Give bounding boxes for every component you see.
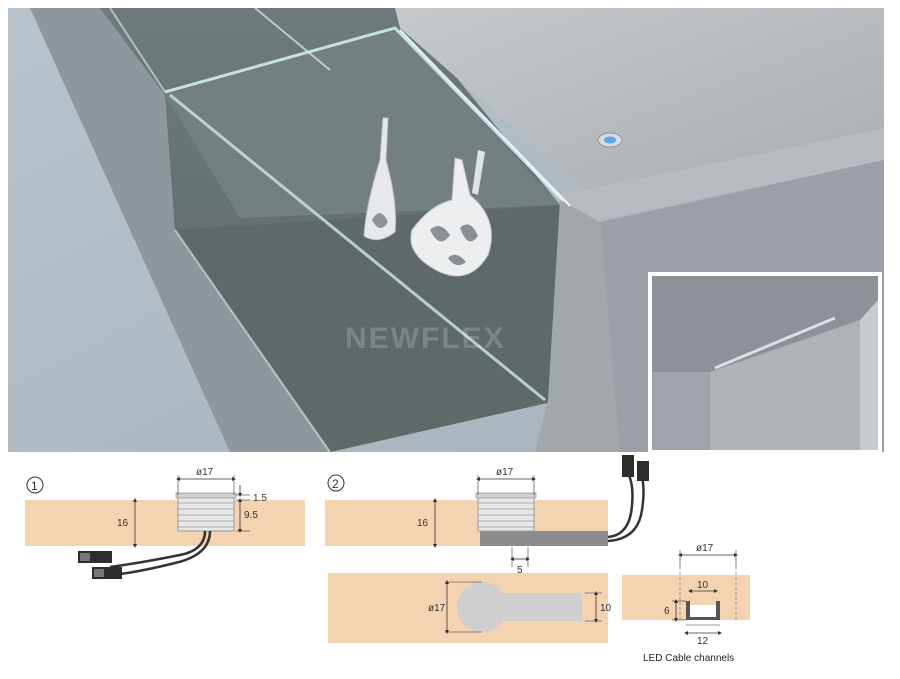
diagram-1-number: 1 (31, 479, 38, 493)
led-strip-glow (399, 29, 571, 207)
cabinet-scene: NEWFLEX (8, 7, 884, 453)
diagram-1-height: 16 (117, 518, 129, 529)
glass-floor-edge (174, 229, 331, 453)
diagram-2-offset: 5 (517, 565, 523, 576)
connector-2b (637, 461, 649, 481)
diagram-1-number-circle (26, 476, 44, 494)
connector-2a (622, 455, 634, 477)
section-depth: 6 (664, 606, 670, 617)
led-cable-2 (607, 472, 634, 539)
cabinet-left-face (30, 8, 330, 452)
led-fitting-1 (177, 494, 235, 532)
diagram-2-number-circle (327, 474, 345, 492)
cable-channel-caption: LED Cable channels (643, 653, 734, 664)
led-cable-1 (109, 530, 207, 569)
watermark: NEWFLEX (345, 322, 506, 355)
diagram-1-top-gap: 1.5 (253, 493, 267, 504)
aluminium-profile (686, 601, 720, 620)
wood-panel-1 (25, 500, 305, 546)
section-diameter: ø17 (696, 543, 714, 554)
diagram-2-diameter: ø17 (496, 467, 514, 478)
cabinet-top-edge (560, 128, 884, 225)
cabinet-right-side (535, 200, 620, 452)
section-inner-width: 10 (697, 580, 709, 591)
cabinet-top (395, 8, 884, 195)
diagram-2: 2 ø17 16 5 ø17 (325, 455, 649, 643)
diagram-1: 1 ø17 16 1.5 9.5 (25, 467, 305, 579)
vase-large (410, 150, 492, 277)
led-light-glow (604, 136, 616, 144)
fitting-hole-plan (457, 582, 507, 632)
glass-divider-2 (109, 7, 166, 93)
led-fitting-2 (477, 494, 535, 532)
vase-small (363, 117, 397, 241)
glass-front-edge (169, 93, 546, 402)
diagram-1-depth: 9.5 (244, 510, 258, 521)
glass-shelf-edge (164, 26, 572, 210)
section-outer-width: 12 (697, 636, 709, 647)
technical-drawings: 1 ø17 16 1.5 9.5 2 (25, 455, 750, 664)
diagram-2-plan-diameter: ø17 (428, 603, 446, 614)
cable-channel-section: ø17 10 12 6 LED Cable channels (622, 543, 750, 664)
diagram-1-diameter: ø17 (196, 467, 214, 478)
diagram-2-channel-width: 10 (600, 603, 612, 614)
inset-photo (648, 272, 882, 452)
glass-divider (254, 7, 331, 71)
diagram-2-number: 2 (332, 477, 339, 491)
cable-channel-2 (480, 531, 608, 546)
diagram-2-height: 16 (417, 518, 429, 529)
